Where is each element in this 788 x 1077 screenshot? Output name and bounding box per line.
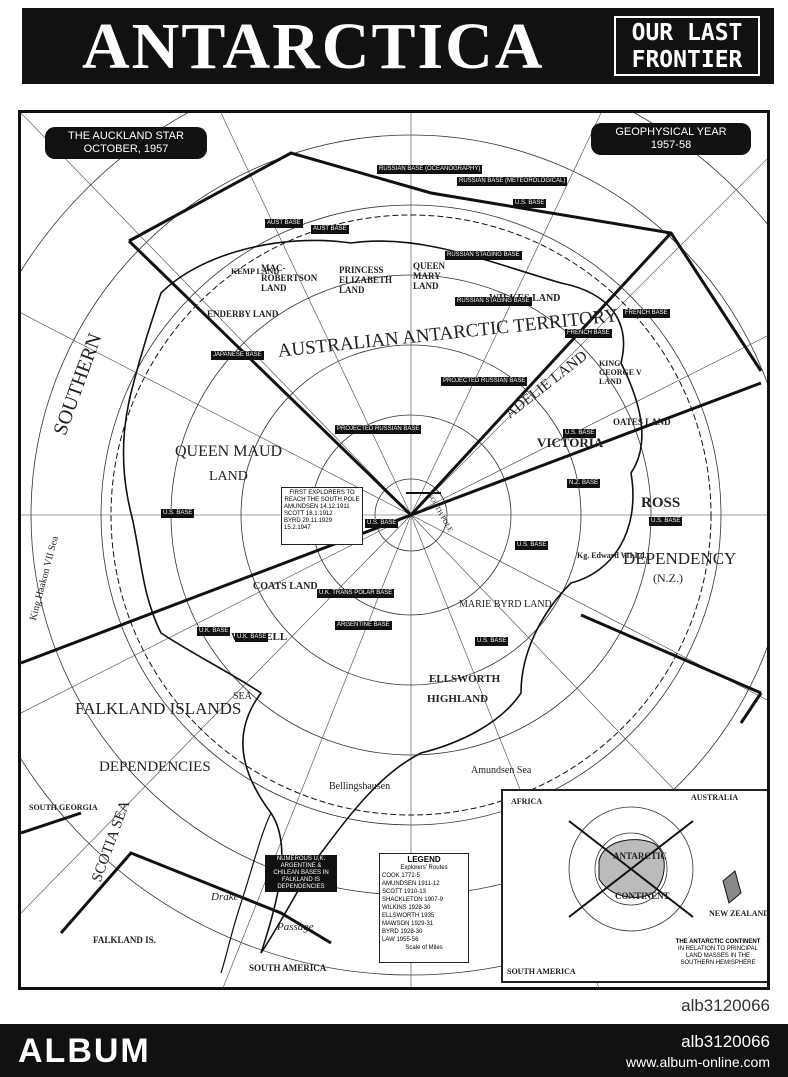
watermark-id-inline: alb3120066 (681, 996, 770, 1015)
inset-australia: AUSTRALIA (691, 793, 739, 802)
legend-item: SHACKLETON 1907-9 (382, 897, 443, 903)
subtitle-line-1: OUR LAST (631, 20, 743, 46)
region-falkland-is: FALKLAND IS. (93, 935, 156, 945)
publisher-label: THE AUCKLAND STAR OCTOBER, 1957 (45, 127, 207, 159)
explorers-box: FIRST EXPLORERS TO REACH THE SOUTH POLE … (281, 487, 363, 545)
base-japanese: JAPANESE BASE (211, 351, 264, 360)
region-dependencies: DEPENDENCIES (99, 759, 211, 775)
legend-item: COOK 1772-5 (382, 873, 421, 879)
region-kemp: KEMP LAND (231, 267, 280, 276)
base-aust-2: AUST BASE (311, 225, 349, 234)
base-russian-meteorological: RUSSIAN BASE (METEOROLOGICAL) (457, 177, 568, 186)
inset-new-zealand: NEW ZEALAND (709, 909, 770, 918)
page-title: ANTARCTICA (82, 10, 545, 83)
event-label: GEOPHYSICAL YEAR 1957-58 (591, 123, 751, 155)
base-us-5: U.S. BASE (515, 541, 549, 550)
region-coats: COATS LAND (253, 581, 318, 592)
region-sea: SEA (233, 691, 252, 702)
region-enderby: ENDERBY LAND (207, 309, 279, 319)
base-french-2: FRENCH BASE (623, 309, 670, 318)
region-mac-robertson: MAC-ROBERTSON LAND (261, 263, 318, 293)
legend-scale: Scale of Miles (405, 945, 443, 951)
antarctica-map[interactable]: THE AUCKLAND STAR OCTOBER, 1957 GEOPHYSI… (18, 110, 770, 990)
base-us-6: U.S. BASE (649, 517, 683, 526)
inset-antarctic: ANTARCTIC (613, 851, 667, 861)
region-ellsworth: ELLSWORTH (429, 673, 501, 685)
region-bellingshausen: Bellingshausen (329, 781, 391, 792)
inset-caption: THE ANTARCTIC CONTINENT IN RELATION TO P… (673, 939, 763, 967)
base-russian-staging-2: RUSSIAN STAGING BASE (455, 297, 532, 306)
subtitle-line-2: FRONTIER (631, 47, 743, 73)
region-nz: (N.Z.) (653, 571, 683, 585)
region-falkland-islands: FALKLAND ISLANDS (75, 699, 242, 718)
region-passage: Passage (277, 921, 314, 933)
inset-africa: AFRICA (511, 797, 543, 806)
inset-south-america: SOUTH AMERICA (507, 967, 576, 976)
region-ross: ROSS (641, 495, 681, 511)
region-king-george: KING GEORGE V LAND (599, 359, 642, 386)
explorers-heading: FIRST EXPLORERS TO REACH THE SOUTH POLE (284, 490, 360, 503)
legend-item: ELLSWORTH 1935 (382, 913, 435, 919)
publisher-line-1: THE AUCKLAND STAR (68, 130, 184, 142)
region-marie-byrd: MARIE BYRD LAND (459, 599, 552, 610)
explorer-row: AMUNDSEN 14.12.1911 (284, 504, 350, 510)
inset-graticule (568, 806, 742, 932)
legend-item: SCOTT 1910-13 (382, 889, 426, 895)
region-highland: HIGHLAND (427, 693, 489, 705)
region-oates: OATES LAND (613, 417, 671, 427)
legend-subtitle: Explorers' Routes (400, 865, 448, 871)
region-south-america: SOUTH AMERICA (249, 963, 327, 973)
base-projected-russian-1: PROJECTED RUSSIAN BASE (441, 377, 528, 386)
region-princess-elizabeth: PRINCESS ELIZABETH LAND (339, 265, 393, 295)
base-french-1: FRENCH BASE (565, 329, 612, 338)
legend: LEGEND Explorers' Routes COOK 1772-5 AMU… (379, 853, 469, 963)
event-line-1: GEOPHYSICAL YEAR (615, 126, 727, 138)
legend-title: LEGEND (407, 855, 441, 864)
base-uk-trans-polar: U.K. TRANS POLAR BASE (317, 589, 395, 598)
image-id: alb3120066 (681, 1032, 770, 1051)
album-logo: ALBUM (18, 1032, 151, 1070)
event-line-2: 1957-58 (650, 139, 692, 151)
inset-caption-title: THE ANTARCTIC CONTINENT (675, 939, 761, 945)
explorer-row: 15.2.1947 (284, 525, 311, 531)
page-subtitle: OUR LAST FRONTIER (614, 16, 760, 76)
region-victoria: VICTORIA (537, 435, 604, 450)
legend-item: AMUNDSEN 1911-12 (382, 881, 440, 887)
source-url[interactable]: www.album-online.com (626, 1054, 770, 1070)
base-aust-1: AUST BASE (265, 219, 303, 228)
inset-caption-body: IN RELATION TO PRINCIPAL LAND MASSES IN … (678, 946, 758, 966)
legend-item: MAWSON 1929-31 (382, 921, 434, 927)
base-numerous-uk: NUMEROUS U.K. ARGENTINE & CHILEAN BASES … (265, 855, 337, 892)
inset-map: AFRICA AUSTRALIA ANTARCTIC CONTINENT NEW… (501, 789, 770, 983)
base-uk-1: U.K. BASE (197, 627, 231, 636)
region-ross-dependency: DEPENDENCY (623, 549, 737, 568)
title-banner: ANTARCTICA OUR LAST FRONTIER (22, 8, 774, 84)
region-queen-maud-land: LAND (209, 469, 248, 484)
inset-continent: CONTINENT (615, 891, 670, 901)
region-queen-maud: QUEEN MAUD (175, 443, 283, 460)
region-drake: Drake (211, 891, 239, 903)
region-south-georgia: SOUTH GEORGIA (29, 803, 98, 812)
footer-bar: ALBUM alb3120066 www.album-online.com (0, 1024, 788, 1077)
base-nz: N.Z. BASE (567, 479, 601, 488)
base-us-7: U.S. BASE (475, 637, 509, 646)
base-us-1: U.S. BASE (513, 199, 547, 208)
explorer-row: SCOTT 18.1.1912 (284, 511, 333, 517)
region-queen-mary: QUEEN MARY LAND (413, 261, 446, 291)
base-us-2: U.S. BASE (563, 429, 597, 438)
base-projected-russian-2: PROJECTED RUSSIAN BASE (335, 425, 422, 434)
legend-item: LAW 1955-56 (382, 937, 419, 943)
base-russian-oceanography: RUSSIAN BASE (OCEANOGRAPHY) (377, 165, 483, 174)
explorer-row: BYRD 29.11.1929 (284, 518, 332, 524)
base-russian-staging-1: RUSSIAN STAGING BASE (445, 251, 522, 260)
base-uk-2: U.K. BASE (235, 633, 269, 642)
base-us-3: U.S. BASE (161, 509, 195, 518)
region-king-edward: Kg. Edward VII Ld. (577, 551, 647, 560)
base-us-4: U.S. BASE (365, 519, 399, 528)
legend-item: WILKINS 1928-30 (382, 905, 431, 911)
base-argentine: ARGENTINE BASE (335, 621, 392, 630)
legend-item: BYRD 1928-30 (382, 929, 423, 935)
publisher-line-2: OCTOBER, 1957 (83, 143, 169, 155)
region-amundsen-sea: Amundsen Sea (471, 765, 532, 776)
